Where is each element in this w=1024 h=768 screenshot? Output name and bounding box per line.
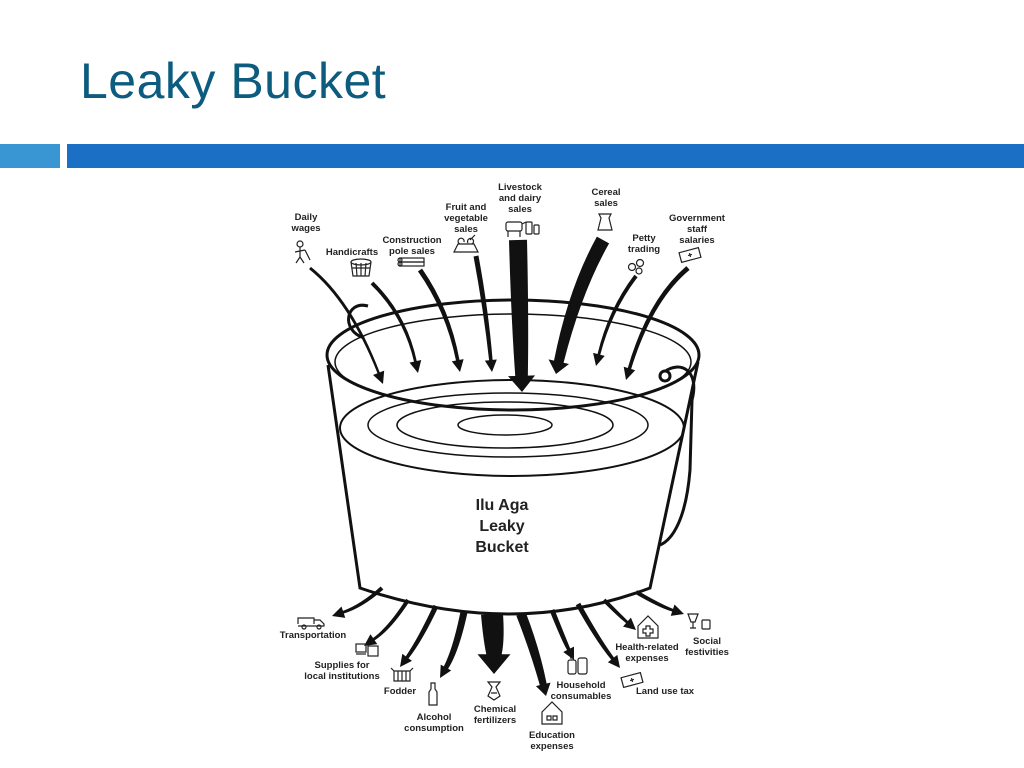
water-ripple-2	[396, 401, 614, 449]
inflow-arrow-construction-pole-sales	[417, 268, 464, 372]
inflow-arrow-livestock-dairy-sales	[508, 239, 536, 392]
banknote-icon	[678, 246, 702, 264]
outflow-arrow-education-expenses	[516, 612, 551, 696]
logs-icon	[397, 257, 425, 267]
inflow-label-handicrafts: Handicrafts	[326, 247, 378, 258]
outflow-arrow-supplies-local-institutions	[364, 598, 410, 646]
outflow-arrow-household-consumables	[549, 609, 574, 660]
bottle-icon	[428, 682, 438, 706]
worker-icon	[294, 240, 311, 264]
grain-sack-icon	[597, 213, 613, 231]
coins-icon	[627, 258, 645, 275]
cow-icon	[505, 221, 540, 237]
handle-rivet	[658, 369, 672, 383]
bucket-body	[326, 361, 700, 616]
outflow-arrow-land-use-tax	[575, 602, 620, 668]
fodder-icon	[390, 667, 414, 682]
inflow-arrow-government-staff-salaries	[623, 266, 690, 380]
outflow-arrow-chemical-fertilizers	[477, 613, 511, 674]
fertilizer-icon	[486, 681, 502, 701]
outflow-arrow-fodder	[400, 604, 439, 667]
inflow-arrow-petty-trading	[593, 274, 638, 366]
outflow-arrow-transportation	[332, 586, 384, 618]
header-divider-bar	[67, 144, 1024, 168]
bucket	[325, 298, 701, 616]
bucket-left-handle	[347, 303, 369, 340]
water-ripple-1	[367, 392, 649, 458]
basket-icon	[350, 258, 372, 277]
outflow-label-land-use-tax: Land use tax	[636, 686, 695, 697]
truck-icon	[297, 617, 325, 630]
outflow-arrow-alcohol-consumption	[440, 611, 468, 678]
inflow-arrow-handicrafts	[370, 281, 422, 373]
slide-title: Leaky Bucket	[80, 53, 387, 109]
flow-arrows	[309, 236, 690, 696]
tax-banknote-icon	[620, 671, 644, 689]
bucket-right-handle	[659, 365, 696, 547]
outflow-arrow-social-festivities	[634, 590, 684, 616]
inflow-arrow-cereal-sales	[548, 236, 610, 374]
health-icon	[637, 615, 659, 639]
water-ripple-3	[457, 414, 553, 436]
water-surface	[339, 379, 685, 477]
supplies-icon	[355, 643, 379, 657]
inflow-arrow-fruit-vegetable-sales	[473, 255, 497, 372]
flow-icons	[294, 213, 711, 725]
header-accent-bar	[0, 144, 60, 168]
center-label-line-2: Leaky	[479, 518, 524, 535]
center-label-line-3: Bucket	[475, 539, 529, 556]
outflow-label-transportation: Transportation	[280, 630, 347, 641]
jars-icon	[567, 657, 588, 675]
school-icon	[541, 701, 563, 725]
outflow-label-fodder: Fodder	[384, 686, 416, 697]
produce-icon	[453, 234, 479, 253]
outflow-arrow-health-related-expenses	[602, 598, 636, 630]
center-label-line-1: Ilu Aga	[476, 497, 529, 514]
cups-icon	[687, 613, 711, 630]
